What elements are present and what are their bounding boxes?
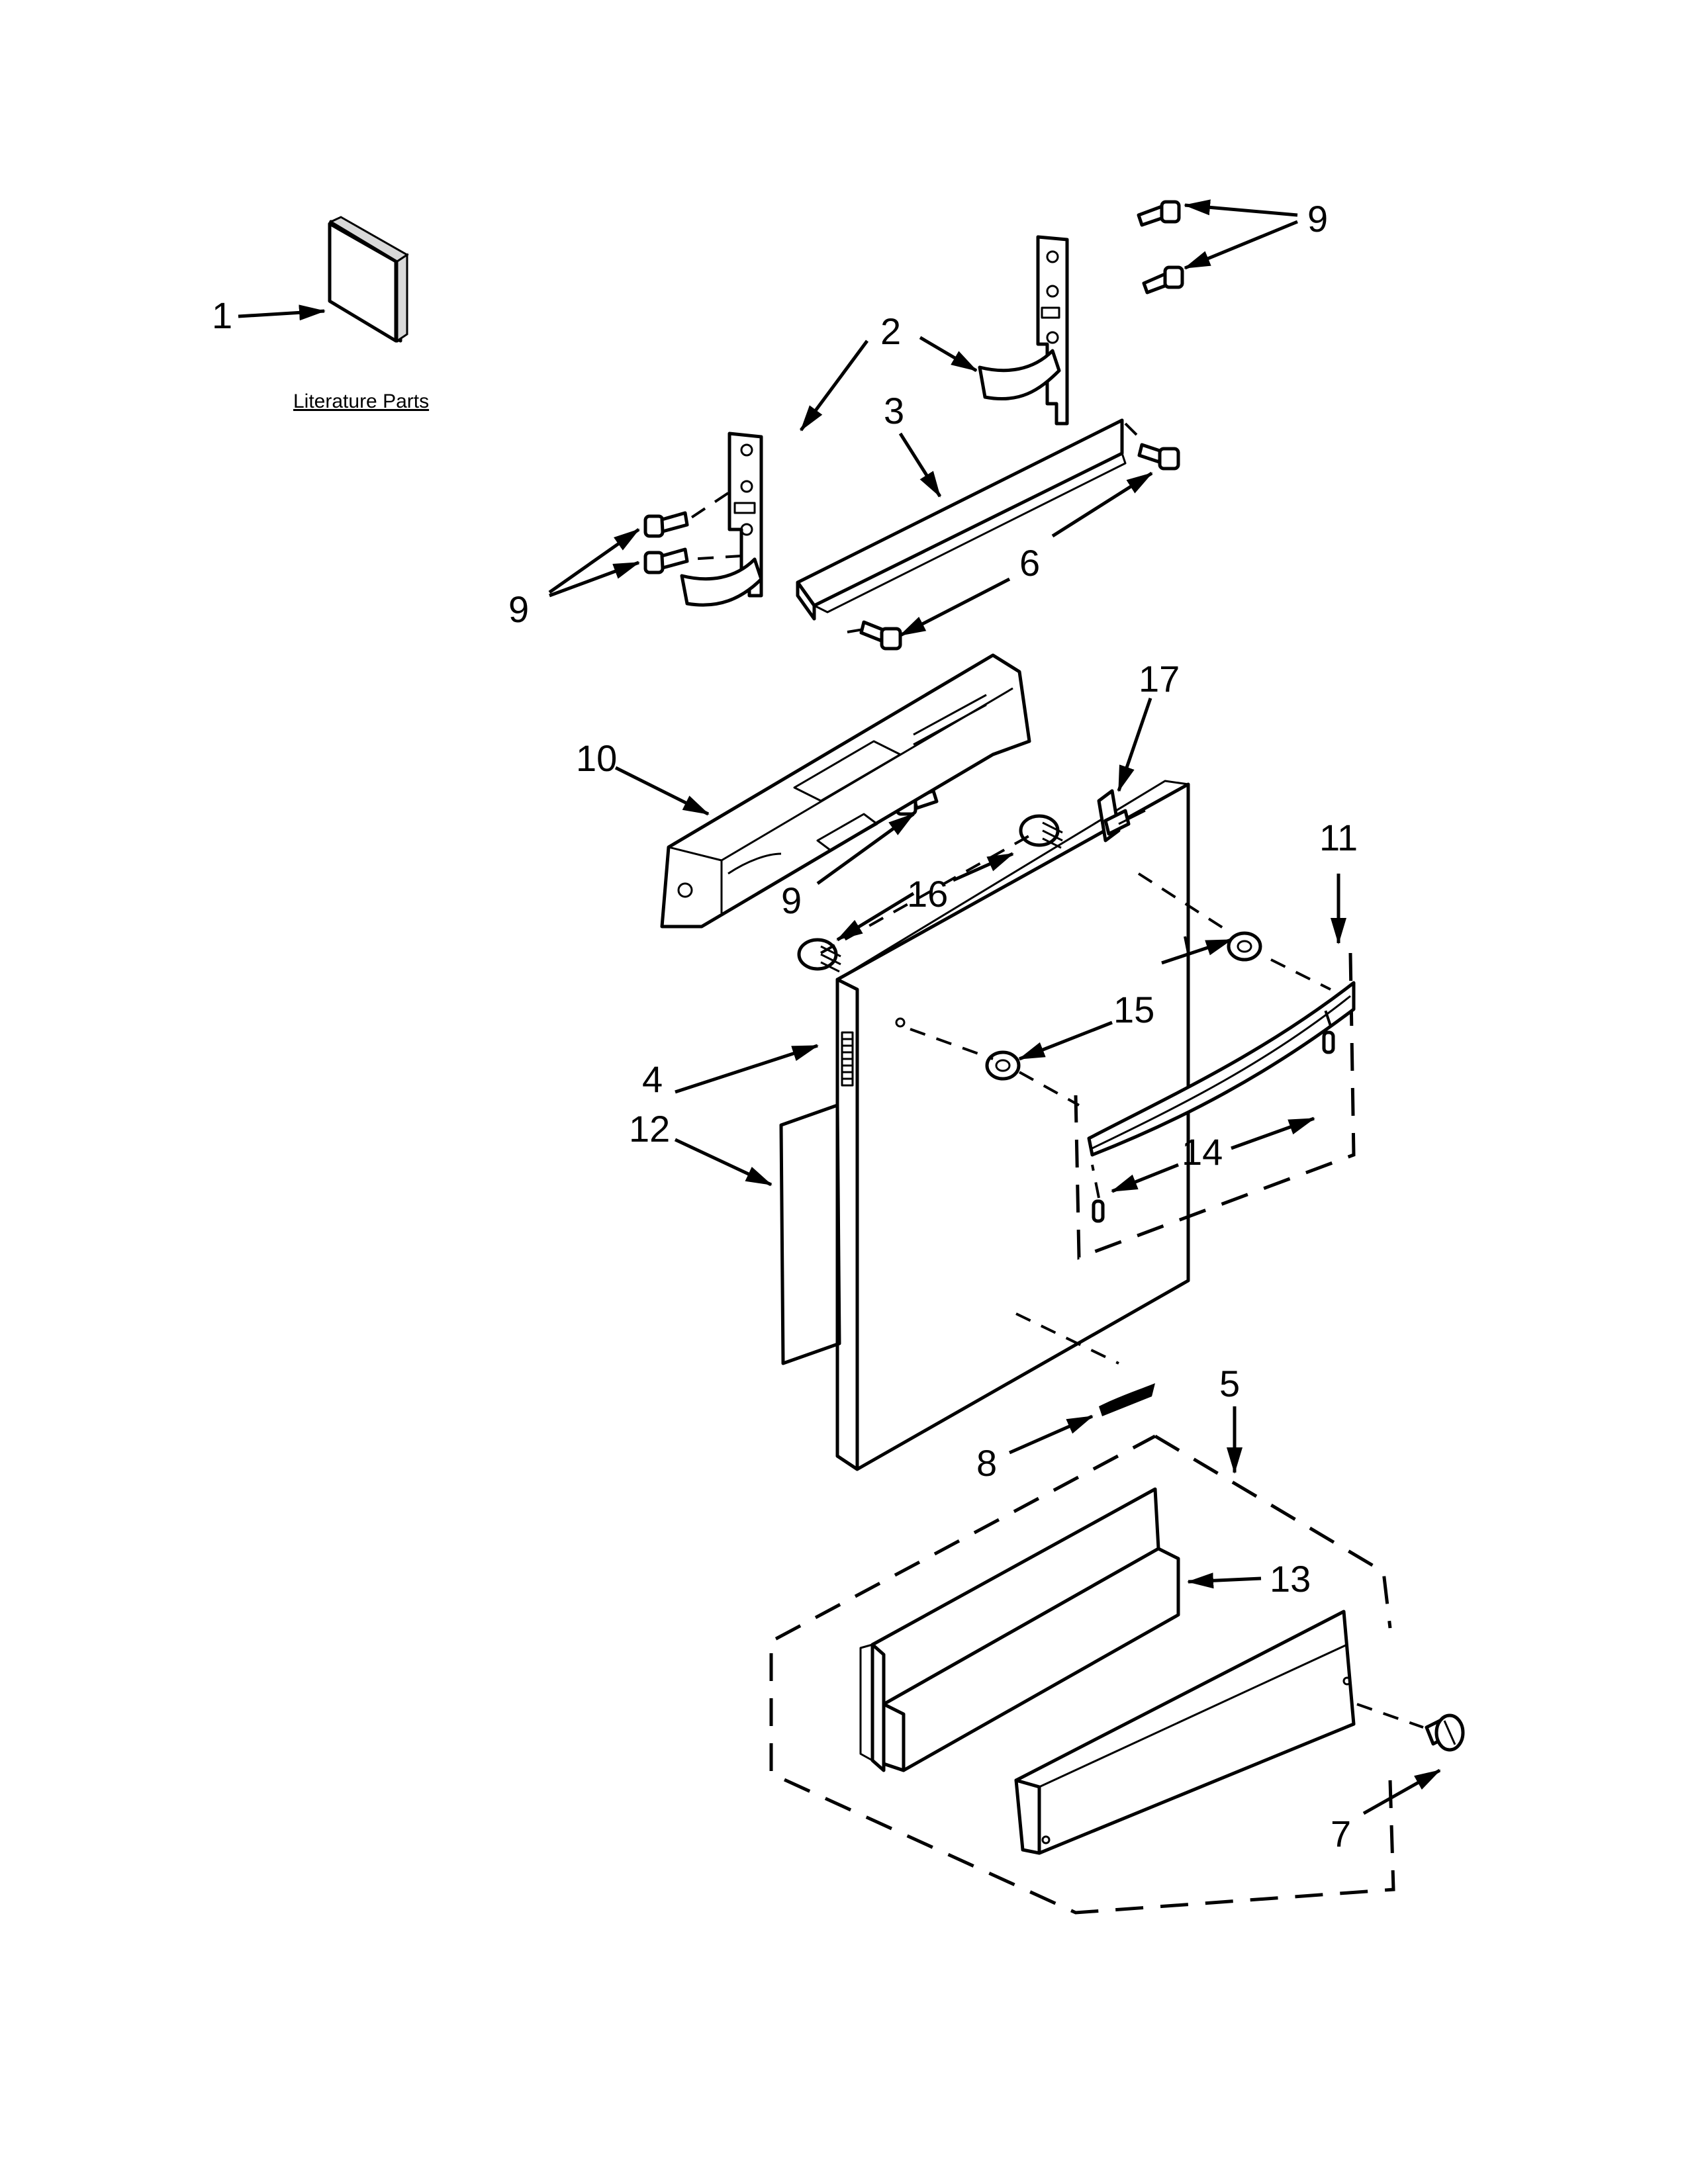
- screw-6-right: [1137, 443, 1180, 471]
- literature-parts-caption: Literature Parts: [293, 390, 429, 412]
- callout-2: 2: [880, 310, 901, 352]
- toe-panel-kit-outline: [769, 1434, 1395, 1915]
- logo-badge: [1099, 1383, 1155, 1416]
- screw-9-top-2: [1142, 265, 1184, 295]
- control-console: [660, 653, 1031, 929]
- handle-spacer-left: [985, 1050, 1021, 1081]
- leader-arrows: [238, 199, 1441, 1815]
- screw-9-left-2: [643, 547, 689, 574]
- handle-kit-outline: [1074, 952, 1356, 1260]
- door-handle: [1087, 981, 1356, 1157]
- handle-pin-left: [1092, 1199, 1105, 1223]
- literature-booklet-face: [328, 222, 398, 343]
- callout-4: 4: [642, 1058, 663, 1100]
- callout-7: 7: [1331, 1813, 1351, 1854]
- callout-14: 14: [1182, 1131, 1223, 1173]
- door-panel: [835, 780, 1190, 1471]
- screw-9-left-1: [643, 511, 689, 538]
- latch-clip: [1097, 789, 1146, 842]
- callout-5: 5: [1219, 1363, 1240, 1404]
- callout-8: 8: [976, 1442, 997, 1484]
- handle-pin-right: [1322, 1030, 1335, 1054]
- insulation-block: [859, 1487, 1180, 1772]
- support-rail: [796, 418, 1127, 621]
- callout-6: 6: [1019, 542, 1040, 584]
- callout-3: 3: [884, 390, 904, 432]
- screw-6-left: [859, 620, 902, 651]
- hinge-washer-right: [1019, 814, 1063, 849]
- toe-panel: [1014, 1610, 1356, 1855]
- callout-1: 1: [212, 295, 232, 336]
- door-vent-slots: [841, 1031, 854, 1087]
- mounting-bracket-left: [680, 432, 763, 607]
- door-gasket: [779, 1103, 841, 1365]
- handle-spacer-right: [1227, 931, 1262, 962]
- callout-15: 15: [1113, 989, 1154, 1030]
- hinge-washer-left: [797, 938, 841, 973]
- callout-16: 16: [907, 873, 948, 915]
- callout-9-top: 9: [1307, 198, 1328, 240]
- callout-17: 17: [1139, 658, 1180, 700]
- callout-11: 11: [1319, 817, 1358, 858]
- callout-9-console: 9: [781, 880, 802, 921]
- callout-9-left: 9: [508, 588, 529, 630]
- screw-9-top-1: [1137, 200, 1181, 227]
- toe-panel-screw: [1425, 1713, 1465, 1752]
- callout-13: 13: [1270, 1558, 1311, 1600]
- mounting-bracket-right: [978, 235, 1069, 426]
- callout-10: 10: [576, 737, 617, 779]
- callout-12: 12: [629, 1108, 670, 1150]
